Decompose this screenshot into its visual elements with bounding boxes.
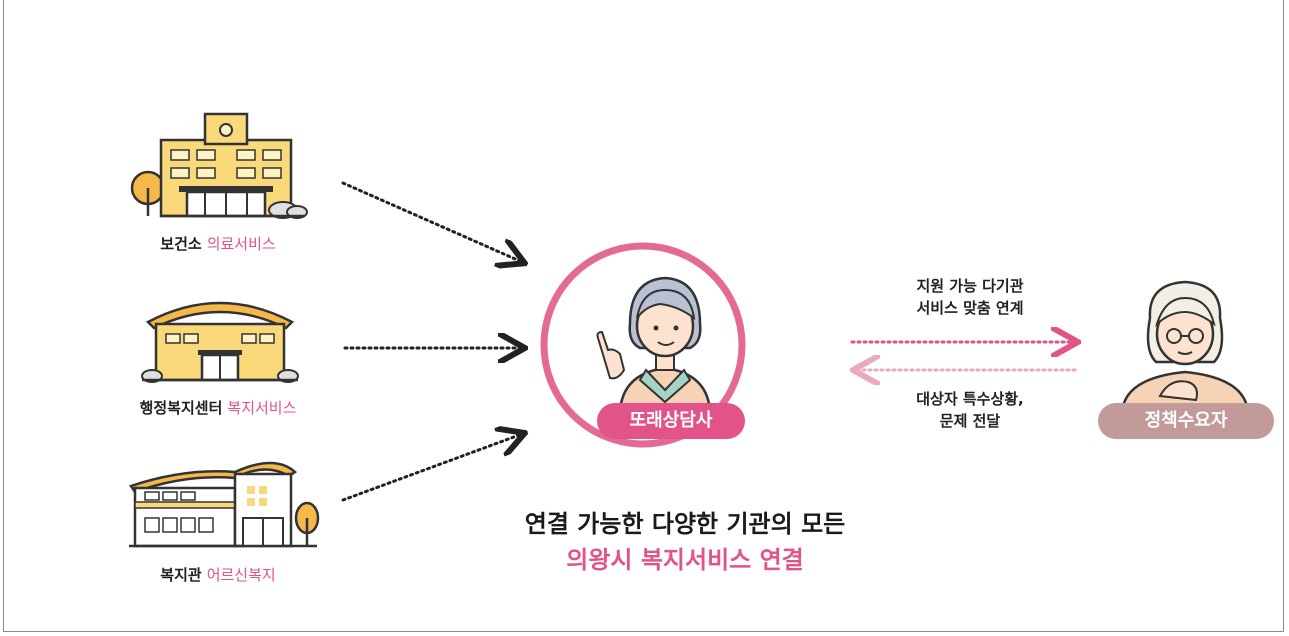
recipient-label: 정책수요자 [1144,410,1228,431]
health-center-building-icon [130,112,308,219]
counselor-label-pill: 또래상담사 [597,403,745,439]
counselor-woman-icon [596,276,712,412]
institution-name: 보건소 [160,235,202,253]
welfare-hall-building-icon [129,461,320,548]
institution-name: 복지관 [160,566,202,584]
welfare-center-building-icon [141,301,299,383]
recipient-label-pill: 정책수요자 [1098,403,1274,439]
elderly-woman-icon [1120,280,1250,413]
arrow-welfare-hall-to-counselor [341,434,522,502]
diagram-frame [3,0,1284,632]
institution-name: 행정복지센터 [139,399,223,417]
message-to-counselor: 대상자 특수상황, 문제 전달 [916,390,1024,430]
institution-service: 의료서비스 [206,235,276,253]
arrow-health-center-to-counselor [341,181,522,262]
institution-service: 복지서비스 [227,399,297,417]
caption-line-1: 연결 가능한 다양한 기관의 모든 [524,510,846,538]
caption-line-2: 의왕시 복지서비스 연결 [566,546,804,574]
counselor-label: 또래상담사 [629,410,713,431]
institution-service: 어르신복지 [206,566,276,584]
message-to-recipient: 지원 가능 다기관 서비스 맞춤 연계 [916,277,1024,317]
diagram-caption: 연결 가능한 다양한 기관의 모든 의왕시 복지서비스 연결 [445,506,925,578]
